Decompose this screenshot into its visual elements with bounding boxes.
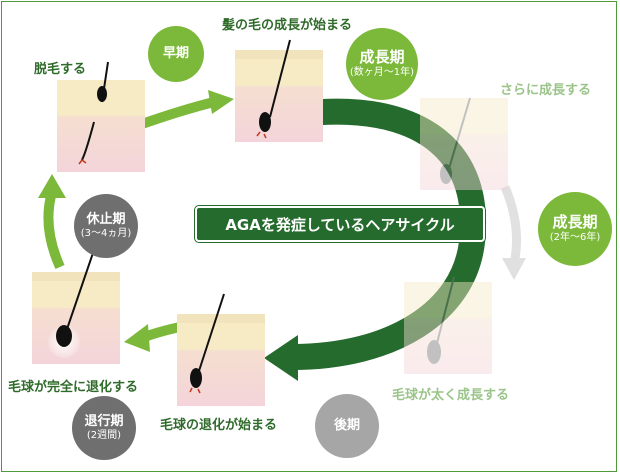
- phase-late-title: 後期: [333, 417, 360, 433]
- panel-top-right: [420, 97, 508, 190]
- panel-bottom-center: [177, 293, 265, 406]
- diagram-title-banner: AGAを発症しているヘアサイクル: [195, 206, 485, 242]
- arrow-top: [140, 97, 216, 129]
- phase-regression-title: 退行期: [84, 413, 124, 429]
- panel-bottom-right: [404, 276, 492, 374]
- panel-top-left: [57, 61, 145, 172]
- phase-growth2-sub: (2年〜6年): [549, 232, 601, 244]
- phase-late-circle: 後期: [315, 394, 379, 458]
- phase-early-circle: 早期: [148, 26, 204, 82]
- panel-bottom-left: [32, 249, 120, 364]
- panel-top-center: [235, 39, 323, 142]
- phase-growth1-sub: (数ヶ月〜1年): [349, 67, 415, 79]
- phase-growth2-title: 成長期: [552, 213, 598, 232]
- stage-label-bulb-thickens: 毛球が太く成長する: [392, 388, 510, 403]
- phase-growth2-circle: 成長期 (2年〜6年): [538, 192, 612, 266]
- phase-regression-circle: 退行期 (2週間): [72, 396, 136, 460]
- stage-label-growth-start: 髪の毛の成長が始まる: [222, 18, 353, 33]
- stage-label-further-growth: さらに成長する: [500, 83, 592, 98]
- phase-regression-sub: (2週間): [86, 429, 122, 441]
- phase-rest-sub: (3〜4ヵ月): [80, 227, 132, 239]
- stage-label-bulb-fully-regressed: 毛球が完全に退化する: [8, 380, 139, 395]
- phase-early-title: 早期: [162, 45, 189, 61]
- stage-label-shedding: 脱毛する: [34, 62, 87, 77]
- arrow-left: [43, 190, 65, 270]
- phase-rest-title: 休止期: [86, 211, 126, 227]
- phase-growth1-title: 成長期: [359, 48, 405, 67]
- stage-label-bulb-regression-start: 毛球の退化が始まる: [160, 418, 278, 433]
- phase-rest-circle: 休止期 (3〜4ヵ月): [74, 194, 138, 258]
- phase-growth1-circle: 成長期 (数ヶ月〜1年): [346, 28, 418, 100]
